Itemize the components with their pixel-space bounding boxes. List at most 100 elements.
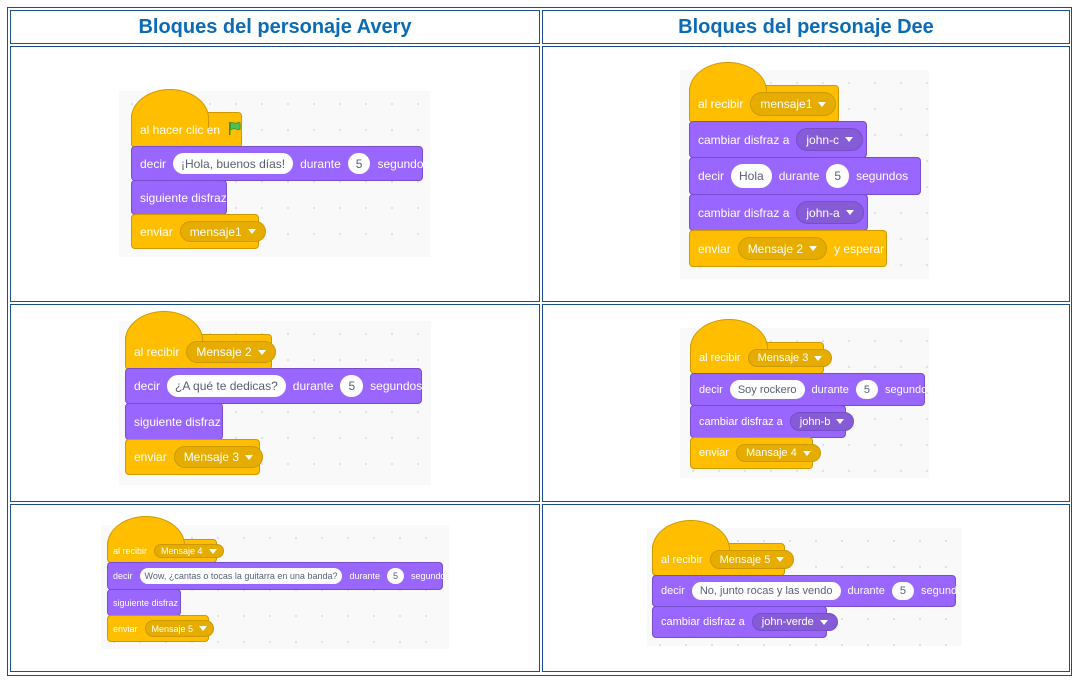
dee2-hat-label: al recibir — [699, 352, 741, 364]
avery1-secs-unit: segundos — [377, 156, 430, 171]
dee2-secs-unit: segundos — [884, 383, 933, 396]
dee3-costume-label: cambiar disfraz a — [661, 616, 745, 628]
dee3-costume-dropdown[interactable]: john-verde — [751, 613, 838, 631]
avery2-next-costume[interactable]: siguiente disfraz — [125, 403, 223, 440]
avery2-during-label: durante — [292, 379, 334, 393]
dee3-when-receive[interactable]: al recibir Mensaje 5 — [652, 520, 795, 576]
avery2-hat-label: al recibir — [134, 345, 180, 359]
avery3-say-for-secs[interactable]: decir Wow, ¿cantas o tocas la guitarra e… — [107, 562, 450, 590]
dee2-switch-costume[interactable]: cambiar disfraz a john-b — [690, 405, 855, 438]
avery2-say-for-secs[interactable]: decir ¿A qué te dedicas? durante 5 segun… — [125, 368, 422, 404]
dee2-send-dropdown[interactable]: Mansaje 4 — [735, 444, 821, 462]
dee1-wait-label: y esperar — [834, 241, 885, 256]
avery3-hat-label: al recibir — [113, 546, 148, 556]
dee2-costume-value: john-b — [799, 415, 831, 428]
dee1-costume2-dropdown[interactable]: john-a — [796, 201, 864, 224]
dee2-during-label: durante — [811, 383, 849, 396]
avery1-say-for-secs[interactable]: decir ¡Hola, buenos días! durante 5 segu… — [131, 146, 430, 181]
green-flag-icon — [227, 121, 242, 139]
avery2-say-text-input[interactable]: ¿A qué te dedicas? — [167, 375, 286, 397]
avery3-say-text-input[interactable]: Wow, ¿cantas o tocas la guitarra en una … — [139, 568, 343, 584]
dee2-say-text-input[interactable]: Soy rockero — [729, 380, 805, 399]
dee1-during-label: durante — [778, 169, 820, 183]
avery2-when-receive[interactable]: al recibir Mensaje 2 — [125, 311, 276, 370]
dee1-secs-unit: segundos — [856, 169, 909, 183]
chevron-down-icon — [208, 548, 217, 554]
avery1-broadcast[interactable]: enviar mensaje1 — [131, 214, 266, 249]
chevron-down-icon — [818, 101, 827, 107]
avery1-send-msg: mensaje1 — [189, 224, 242, 239]
avery2-say-label: decir — [134, 379, 161, 393]
chevron-down-icon — [257, 349, 266, 355]
avery2-secs-unit: segundos — [370, 379, 423, 393]
avery2-secs-input[interactable]: 5 — [340, 375, 364, 397]
avery1-secs-input[interactable]: 5 — [347, 153, 371, 174]
chevron-down-icon — [845, 210, 854, 215]
avery1-next-costume-label: siguiente disfraz — [140, 190, 227, 205]
dee1-broadcast-and-wait[interactable]: enviar Mensaje 2 y esperar — [689, 230, 887, 267]
dee1-send-label: enviar — [698, 241, 731, 256]
chevron-down-icon — [814, 355, 823, 361]
dee3-switch-costume[interactable]: cambiar disfraz a john-verde — [652, 606, 838, 638]
avery3-secs-unit: segundos — [411, 571, 451, 581]
header-avery-text: Bloques del personaje Avery — [138, 15, 412, 38]
dee2-when-receive[interactable]: al recibir Mensaje 3 — [690, 319, 833, 374]
dee1-hat-dropdown[interactable]: mensaje1 — [750, 92, 837, 116]
avery3-next-costume-label: siguiente disfraz — [113, 597, 179, 608]
avery3-hat-dropdown[interactable]: Mensaje 4 — [154, 544, 224, 558]
avery2-next-costume-label: siguiente disfraz — [134, 414, 221, 429]
avery3-broadcast[interactable]: enviar Mensaje 5 — [107, 615, 215, 642]
dee1-costume1-value: john-c — [806, 132, 840, 147]
avery1-send-dropdown[interactable]: mensaje1 — [179, 221, 266, 242]
dee2-broadcast[interactable]: enviar Mansaje 4 — [690, 437, 821, 469]
dee1-secs-input[interactable]: 5 — [826, 164, 850, 188]
dee1-hat-msg: mensaje1 — [760, 97, 813, 111]
chevron-down-icon — [199, 626, 208, 631]
dee2-costume-dropdown[interactable]: john-b — [789, 412, 855, 431]
chevron-down-icon — [802, 450, 811, 456]
dee1-costume2-label: cambiar disfraz a — [698, 205, 790, 220]
avery2-broadcast[interactable]: enviar Mensaje 3 — [125, 439, 264, 475]
avery1-say-text-input[interactable]: ¡Hola, buenos días! — [173, 153, 294, 174]
avery1-send-label: enviar — [140, 224, 173, 239]
header-dee-text: Bloques del personaje Dee — [678, 15, 934, 38]
dee2-secs-input[interactable]: 5 — [855, 380, 878, 399]
header-avery: Bloques del personaje Avery — [10, 10, 540, 44]
avery3-send-msg: Mensaje 5 — [151, 623, 194, 634]
dee2-send-label: enviar — [699, 447, 729, 459]
avery3-send-dropdown[interactable]: Mensaje 5 — [144, 620, 215, 637]
chevron-down-icon — [836, 419, 845, 424]
chevron-down-icon — [845, 137, 854, 142]
dee1-switch-costume-1[interactable]: cambiar disfraz a john-c — [689, 121, 867, 158]
chevron-down-icon — [245, 454, 254, 460]
dee3-say-label: decir — [661, 585, 685, 597]
dee1-costume1-dropdown[interactable]: john-c — [796, 128, 864, 151]
dee1-send-dropdown[interactable]: Mensaje 2 — [737, 237, 828, 260]
dee2-hat-msg: Mensaje 3 — [757, 352, 809, 364]
avery3-when-receive[interactable]: al recibir Mensaje 4 — [107, 516, 224, 563]
dee3-during-label: durante — [847, 585, 885, 597]
dee2-say-for-secs[interactable]: decir Soy rockero durante 5 segundos — [690, 373, 933, 406]
avery1-next-costume[interactable]: siguiente disfraz — [131, 180, 227, 215]
dee3-secs-input[interactable]: 5 — [891, 582, 914, 600]
dee1-say-text-input[interactable]: Hola — [731, 164, 772, 188]
dee2-costume-label: cambiar disfraz a — [699, 415, 783, 428]
dee3-secs-unit: segundos — [920, 585, 969, 597]
dee2-hat-dropdown[interactable]: Mensaje 3 — [747, 349, 833, 367]
dee1-say-for-secs[interactable]: decir Hola durante 5 segundos — [689, 157, 921, 195]
avery3-next-costume[interactable]: siguiente disfraz — [107, 589, 181, 616]
header-dee: Bloques del personaje Dee — [542, 10, 1070, 44]
dee1-when-receive[interactable]: al recibir mensaje1 — [689, 62, 839, 123]
avery3-secs-input[interactable]: 5 — [387, 568, 405, 584]
dee2-say-label: decir — [699, 383, 723, 396]
avery1-when-flag-clicked[interactable]: al hacer clic en — [131, 89, 242, 148]
avery2-hat-dropdown[interactable]: Mensaje 2 — [186, 341, 276, 363]
chevron-down-icon — [247, 229, 256, 234]
dee3-costume-value: john-verde — [761, 616, 814, 628]
dee3-say-text-input[interactable]: No, junto rocas y las vendo — [691, 582, 841, 600]
dee3-hat-dropdown[interactable]: Mensaje 5 — [709, 550, 795, 569]
avery2-send-dropdown[interactable]: Mensaje 3 — [173, 446, 264, 468]
dee3-hat-label: al recibir — [661, 553, 703, 566]
dee1-switch-costume-2[interactable]: cambiar disfraz a john-a — [689, 194, 868, 231]
dee3-say-for-secs[interactable]: decir No, junto rocas y las vendo durant… — [652, 575, 969, 607]
